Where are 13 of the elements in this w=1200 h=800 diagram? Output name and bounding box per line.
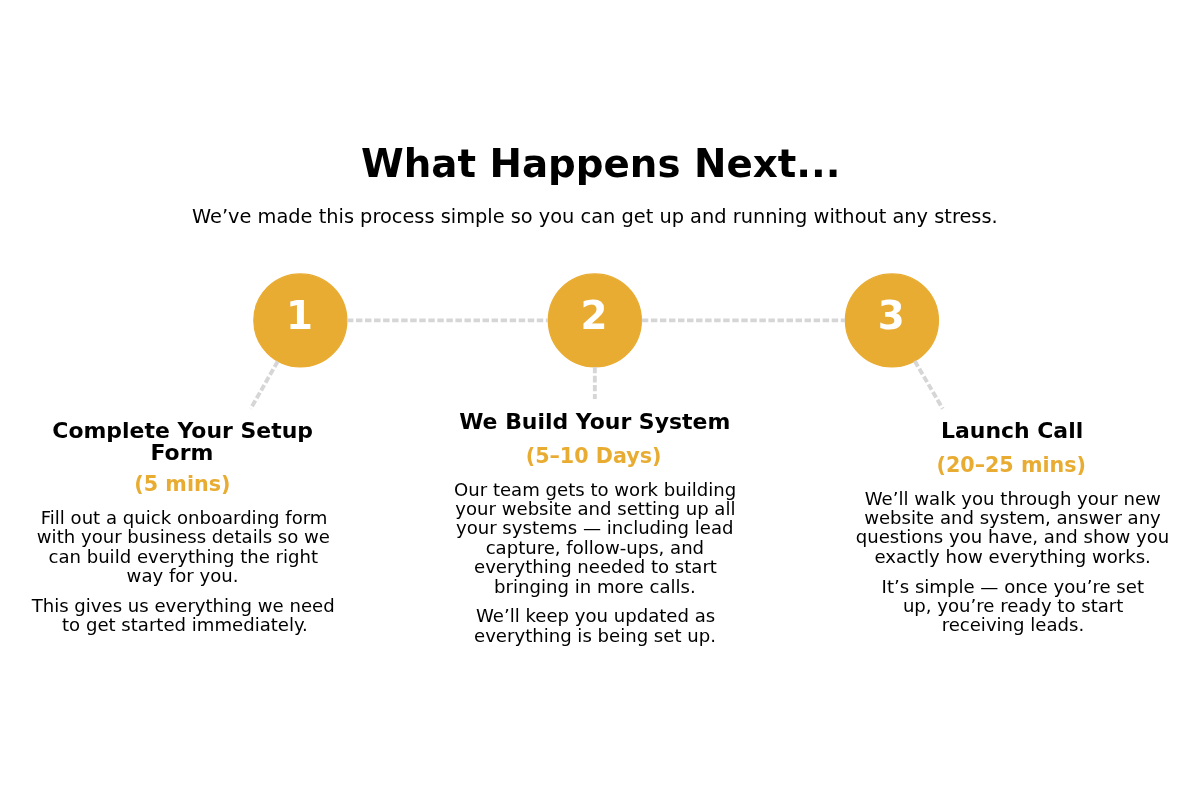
diagram-title: What Happens Next... [361, 140, 841, 186]
connector [592, 366, 597, 399]
node-text: Launch Call (20–25 mins) We’ll walk you through your new website and system, answer any questions you have, and show you exactly how everything works. It’s simple — once you’re set up, you’re ready to start receiving leads. [855, 417, 1170, 635]
node-circle: 3 [844, 272, 940, 368]
node-circle: 2 [547, 272, 642, 368]
node-text: We Build Your System (5–10 Days) Our team gets to work building your website and setting up all your systems — including lead capture, follow-ups, and everything needed to start bringing in more calls. We’ll keep you updated as everything is being set up. [454, 408, 737, 646]
node-text: Complete Your Setup Form (5 mins) Fill out a quick onboarding form with your business details so we can build everything the right way for you. This gives us everything we need to get started immediately. [31, 417, 335, 635]
label: We’ve made this process simple so you can get up and running without any stress. [191, 204, 998, 228]
connector [641, 318, 846, 322]
connector [913, 359, 945, 410]
connector [346, 318, 548, 322]
node-circle: 1 [253, 272, 348, 368]
connector [248, 359, 280, 410]
